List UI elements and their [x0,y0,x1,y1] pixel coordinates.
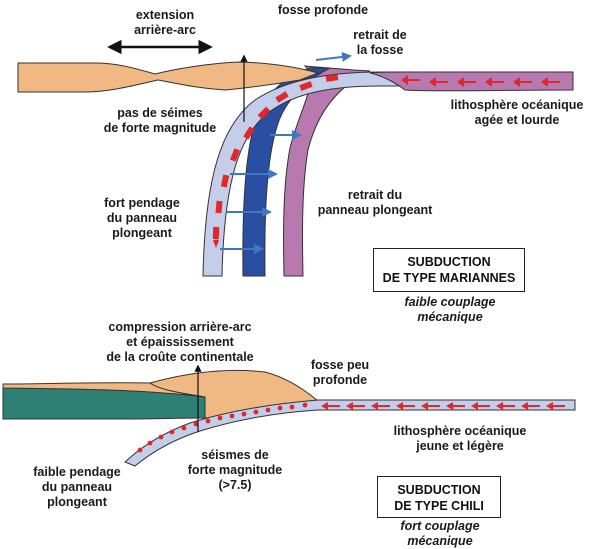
low-dip-label: faible pendage du panneau plongeant [33,465,121,509]
lithosphere-label-mariannes: lithosphère océanique agée et lourde [450,98,584,127]
chili-diagram [2,364,576,467]
earthquakes-label: séismes de forte magnitude (>7.5) [187,448,283,492]
extension-label: extension arrière-arc [134,8,196,37]
compression-label: compression arrière-arc et épaississemen… [106,320,254,364]
chili-title-box: SUBDUCTION DE TYPE CHILI [377,476,501,518]
red-arrows-slab [212,74,339,248]
slab-light [202,71,574,277]
slab-purple [283,65,371,277]
slab-chili [124,399,576,467]
red-arrows-lithosphere [401,75,560,87]
trench-retreat-label: retrait de la fosse [353,28,407,57]
lithosphere-label-chili: lithosphère océanique jeune et légère [393,424,527,453]
large-eq-label: pas de séimes de forte magnitude [103,106,217,135]
chili-coupling-label: fort couplage mécanique [400,519,480,548]
earthquake-dots [137,402,308,453]
overriding-plate-mariannes [17,61,320,93]
trench-label-mariannes: fosse profonde [277,3,369,17]
slab-retreat-label: retrait du panneau plongeant [317,188,433,217]
trench-label-chili: fosse peu profonde [310,358,370,387]
steep-dip-label: fort pendage du panneau plongeant [104,196,180,240]
blue-rollback-arrows [220,51,352,254]
mariannes-coupling-label: faible couplage mécanique [404,295,496,324]
red-arrows-chili [321,402,565,410]
overriding-plate-chili-left [2,382,206,398]
mariannes-diagram [17,39,574,277]
mariannes-title-box: SUBDUCTION DE TYPE MARIANNES [373,248,525,292]
